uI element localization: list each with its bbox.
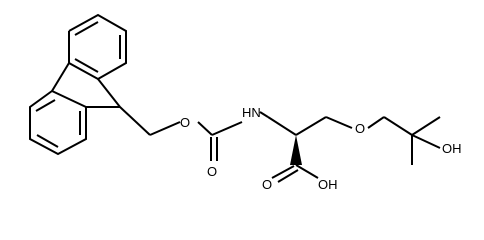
- fluorene-right-ring: [68, 13, 127, 81]
- hydroxyl-label: OH: [442, 141, 462, 156]
- structure-canvas: O O HN O OH O OH: [29, 13, 462, 192]
- amine-nh-label: HN: [242, 105, 261, 120]
- ester-oxygen-label: O: [180, 115, 190, 130]
- fluorene-five-ring: [51, 62, 121, 108]
- ether-side-chain: [383, 116, 441, 165]
- fluorene-left-ring: [29, 90, 87, 156]
- fmoc-linker: [119, 106, 269, 161]
- carbonyl-oxygen-label: O: [207, 164, 217, 179]
- serine-backbone: [267, 116, 385, 183]
- molecule-drawing: O O HN O OH O OH: [29, 13, 462, 192]
- ether-oxygen-label: O: [355, 121, 365, 136]
- acid-carbonyl-oxygen-label: O: [262, 177, 272, 192]
- acid-hydroxyl-label: OH: [318, 177, 338, 192]
